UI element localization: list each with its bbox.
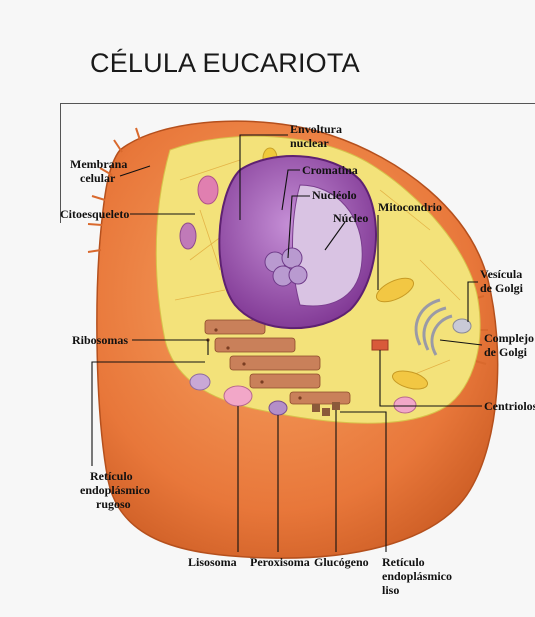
vesicle <box>394 397 416 413</box>
label-glucogeno: Glucógeno <box>314 555 369 569</box>
label-cromatina: Cromatina <box>302 163 358 177</box>
label-ribosomas: Ribosomas <box>72 333 128 347</box>
label-vesicula-golgi: Vesícula de Golgi <box>480 267 525 295</box>
nucleus <box>219 156 376 328</box>
vesicle-pink <box>198 176 218 204</box>
label-nucleo: Núcleo <box>333 211 368 225</box>
vesicle-pink <box>180 223 196 249</box>
label-reticulo-liso: Retículo endoplásmico liso <box>382 555 455 597</box>
label-centriolos: Centriolos <box>484 399 535 413</box>
label-mitocondrio: Mitocondrio <box>378 200 442 214</box>
vesicle <box>190 374 210 390</box>
lysosome <box>224 386 252 406</box>
peroxisome <box>269 401 287 415</box>
label-lisosoma: Lisosoma <box>188 555 237 569</box>
label-nucleolo: Nucléolo <box>312 188 357 202</box>
label-complejo-golgi: Complejo de Golgi <box>484 331 535 359</box>
label-citoesqueleto: Citoesqueleto <box>60 207 129 221</box>
centriole <box>372 340 388 350</box>
label-peroxisoma: Peroxisoma <box>250 555 310 569</box>
